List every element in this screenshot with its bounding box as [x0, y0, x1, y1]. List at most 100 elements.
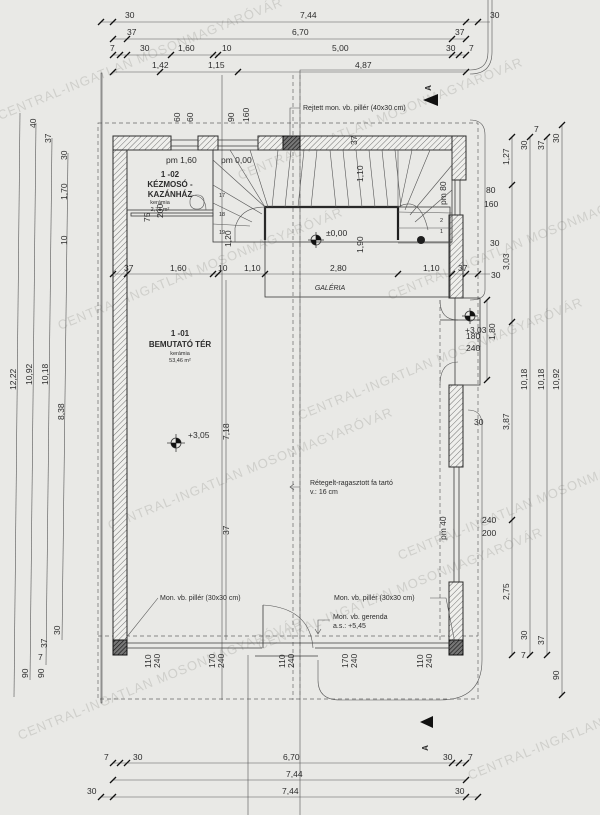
dimension-label: 7,44 [286, 769, 303, 779]
dimension-tick [462, 759, 470, 767]
dimension-label: 30 [140, 43, 150, 53]
dimension-label: 75 [142, 212, 152, 222]
dimension-tick [123, 759, 131, 767]
stair-tread [399, 149, 413, 208]
dimension-tick [462, 35, 470, 43]
dimension-label: 80 [486, 185, 496, 195]
stair-number: 1 [440, 229, 443, 235]
dimension-label: 30 [519, 630, 529, 640]
dimension-tick [508, 133, 516, 141]
stair-tread [355, 149, 363, 208]
room-floor: kerámia [150, 200, 171, 206]
dimension-tick [483, 376, 491, 384]
dimension-tick [508, 651, 516, 659]
dimension-label: 240 [349, 654, 359, 668]
dimension-label: 3,03 [501, 253, 511, 270]
dimension-tick [156, 68, 164, 76]
dimension-tick [97, 793, 105, 801]
dimension-tick [508, 318, 516, 326]
dimension-label: 160 [241, 108, 251, 122]
dimension-label: 1,60 [178, 43, 195, 53]
dimension-tick [109, 270, 117, 278]
dimension-tick [123, 35, 131, 43]
dimension-tick [116, 51, 124, 59]
dimension-tick [558, 691, 566, 699]
dimension-tick [209, 51, 217, 59]
dimension-tick [448, 35, 456, 43]
dimension-label: 37 [43, 133, 53, 143]
watermark-text: CENTRAL-INGATLAN MOSONMAGYARÓVÁR [466, 654, 600, 783]
room-number: 1 -01 [171, 329, 190, 338]
hidden-pillar [282, 135, 301, 151]
level-label: ±0,00 [326, 228, 347, 238]
dimension-label: 12,22 [8, 368, 18, 390]
dimension-label: 240 [424, 654, 434, 668]
dimension-label: 30 [490, 238, 500, 248]
dimension-label: 60 [185, 112, 195, 122]
dimension-label: 30 [443, 752, 453, 762]
dimension-label: 7 [521, 650, 526, 660]
dimension-tick [109, 776, 117, 784]
dimension-label: 30 [474, 417, 484, 427]
stair-number: 2 [440, 218, 443, 224]
stair-tread [271, 149, 279, 208]
dimension-label: 7 [468, 752, 473, 762]
dimension-tick [109, 51, 117, 59]
dimension-label: 60 [172, 112, 182, 122]
stair-tread [329, 149, 337, 208]
dimension-label: 170 [340, 654, 350, 668]
stair-tread [368, 149, 376, 208]
dimension-label: 200 [155, 204, 165, 218]
dimension-tick [474, 270, 482, 278]
dimension-label: 2,80 [330, 263, 347, 273]
interior [121, 94, 480, 728]
dimension-tick [394, 270, 402, 278]
watermark-text: CENTRAL-INGATLAN MOSONMAGYARÓVÁR [56, 204, 345, 333]
watermark-text: CENTRAL-INGATLAN MOSONMAGYARÓVÁR [0, 0, 285, 123]
dimension-label: 30 [519, 140, 529, 150]
dimension-tick [462, 270, 470, 278]
dimension-label: 40 [28, 118, 38, 128]
dimension-label: 37 [221, 525, 231, 535]
annotation: v.: 16 cm [310, 489, 338, 496]
dimension-label: 90 [226, 112, 236, 122]
dimension-label: 30 [446, 43, 456, 53]
dimension-label: 90 [36, 668, 46, 678]
level-marker-zero [308, 232, 324, 248]
stair-tread [397, 211, 453, 214]
dimension-label: 37 [127, 27, 137, 37]
level-label: +3,03 [465, 325, 487, 335]
dimension-tick [167, 51, 175, 59]
dimension-label: 10,92 [551, 368, 561, 390]
stair-post [417, 236, 425, 244]
dimension-label: 37 [124, 263, 134, 273]
stair-tread [212, 159, 266, 208]
annotation: Mon. vb. gerenda [333, 614, 388, 621]
dimension-tick [261, 270, 269, 278]
dimension-label: 10,18 [536, 368, 546, 390]
annotation: Mon. vb. pillér (30x30 cm) [334, 595, 415, 602]
dimension-label: 6,70 [292, 27, 309, 37]
dimension-label: 1,15 [208, 60, 225, 70]
dimension-lines [13, 18, 566, 801]
dimension-label: 10,18 [40, 363, 50, 385]
dimension-label: 10 [59, 235, 69, 245]
dimension-tick [448, 270, 456, 278]
stair-tread [414, 189, 453, 223]
dimension-label: 160 [484, 199, 498, 209]
dimension-label: 10,92 [24, 363, 34, 385]
dimension-tick [209, 270, 217, 278]
dimension-tick [234, 68, 242, 76]
dimension-label: 1,27 [501, 148, 511, 165]
room-area: 2,71 m² [151, 207, 170, 213]
dimension-label: 110 [277, 654, 287, 668]
dimension-label: 5,00 [332, 43, 349, 53]
dimension-tick [116, 759, 124, 767]
dimension-label: 1,10 [423, 263, 440, 273]
dimension-tick [474, 18, 482, 26]
stair-tread [409, 164, 453, 216]
dimension-tick [109, 68, 117, 76]
level-label: pm 0,00 [221, 155, 252, 165]
level-label: +3,05 [188, 430, 210, 440]
